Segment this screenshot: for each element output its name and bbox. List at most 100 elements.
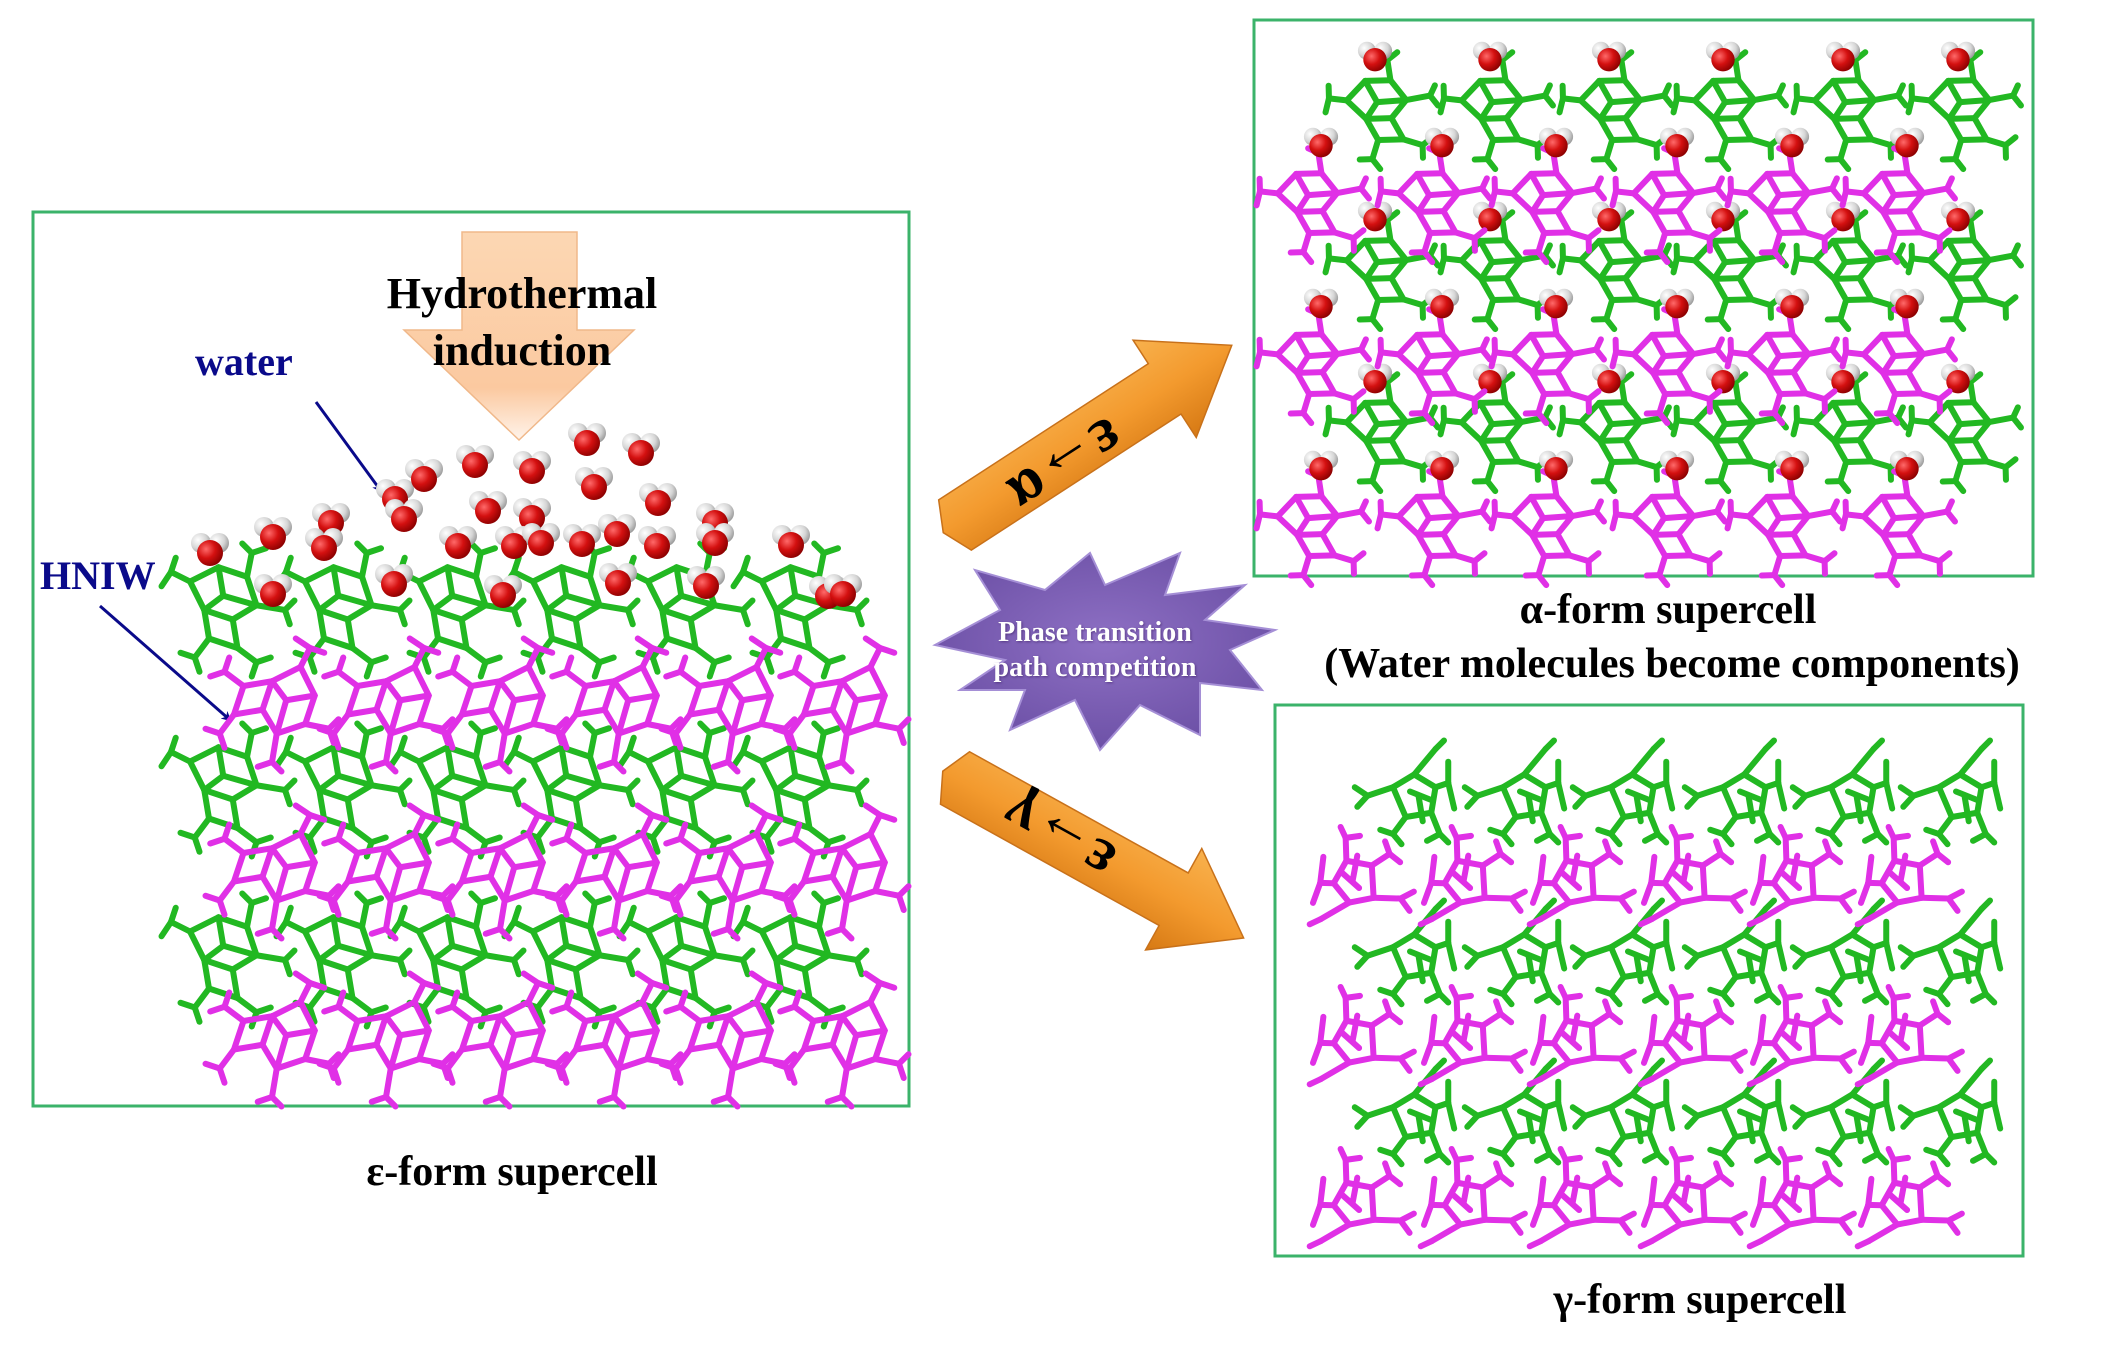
water-molecule bbox=[375, 564, 413, 597]
hniw-molecule-magenta bbox=[1488, 303, 1607, 427]
alpha-panel-caption-line1: α-form supercell bbox=[1519, 587, 1817, 633]
water-molecule bbox=[1303, 127, 1339, 158]
water-molecule bbox=[1774, 288, 1810, 319]
hniw-molecule-green bbox=[1790, 49, 1909, 173]
hniw-molecule-green bbox=[501, 720, 641, 860]
hniw-molecule-magenta bbox=[316, 970, 456, 1110]
hniw-molecule-magenta bbox=[1746, 823, 1857, 928]
hniw-molecule-magenta bbox=[1839, 465, 1958, 589]
hniw-molecule-magenta bbox=[772, 802, 912, 942]
water-molecule bbox=[1889, 288, 1925, 319]
hydrothermal-arrow-icon bbox=[402, 231, 636, 442]
hniw-molecule-magenta bbox=[1637, 1145, 1748, 1250]
water-molecule bbox=[1889, 127, 1925, 158]
hniw-molecule-magenta bbox=[316, 635, 456, 775]
water-molecule bbox=[1940, 363, 1976, 394]
alpha-panel-caption-line2: (Water molecules become components) bbox=[1324, 641, 2020, 687]
water-molecule bbox=[638, 526, 676, 559]
hniw-molecule-green bbox=[730, 890, 870, 1030]
water-molecule bbox=[456, 445, 494, 478]
water-molecule bbox=[1825, 201, 1861, 232]
water-molecule bbox=[599, 563, 637, 596]
water-molecule bbox=[1357, 363, 1393, 394]
hniw-molecule-magenta bbox=[1854, 1145, 1965, 1250]
hniw-molecule-green bbox=[1670, 49, 1789, 173]
hniw-molecule-green bbox=[273, 890, 413, 1030]
hniw-molecule-green bbox=[158, 540, 298, 680]
water-molecule bbox=[1591, 41, 1627, 72]
hniw-molecule-magenta bbox=[1839, 142, 1958, 266]
hniw-molecule-magenta bbox=[1746, 1145, 1857, 1250]
water-molecule bbox=[513, 451, 551, 484]
water-molecule bbox=[1424, 288, 1460, 319]
hniw-molecule-green bbox=[1790, 371, 1909, 495]
hniw-molecule-green bbox=[1897, 897, 2004, 1008]
epsilon-to-gamma-arrow bbox=[939, 750, 1245, 951]
hniw-molecule-magenta bbox=[1609, 465, 1728, 589]
hniw-molecule-magenta bbox=[202, 802, 342, 942]
hniw-molecule-magenta bbox=[1637, 983, 1748, 1088]
water-molecule bbox=[622, 433, 660, 466]
water-molecule bbox=[484, 575, 522, 608]
hniw-molecule-magenta bbox=[1526, 823, 1637, 928]
water-molecule bbox=[1659, 288, 1695, 319]
water-molecule bbox=[1659, 450, 1695, 481]
hniw-molecule-green bbox=[501, 890, 641, 1030]
hniw-molecule-green bbox=[1437, 49, 1556, 173]
water-molecule bbox=[1303, 450, 1339, 481]
water-molecule bbox=[1940, 201, 1976, 232]
hniw-molecule-magenta bbox=[1417, 823, 1528, 928]
water-molecule bbox=[254, 574, 292, 607]
gamma-panel-caption: γ-form supercell bbox=[1553, 1277, 1847, 1323]
hniw-molecule-green bbox=[1569, 897, 1676, 1008]
water-molecule bbox=[824, 574, 862, 607]
water-molecule bbox=[1774, 450, 1810, 481]
hniw-molecule-magenta bbox=[658, 635, 798, 775]
water-molecule bbox=[563, 524, 601, 557]
hniw-molecule-magenta bbox=[430, 635, 570, 775]
hniw-molecule-green bbox=[501, 540, 641, 680]
water-molecule bbox=[687, 566, 725, 599]
hniw-molecule-magenta bbox=[1637, 823, 1748, 928]
water-molecule bbox=[513, 498, 551, 531]
hniw-molecule-green bbox=[1351, 897, 1458, 1008]
hniw-molecule-green bbox=[1556, 209, 1675, 333]
hniw-molecule-magenta bbox=[772, 970, 912, 1110]
water-molecule bbox=[1705, 201, 1741, 232]
hniw-molecule-green bbox=[1789, 1057, 1896, 1168]
water-molecule bbox=[1424, 450, 1460, 481]
burst-label-line1: Phase transition bbox=[998, 617, 1192, 648]
water-molecule bbox=[1659, 127, 1695, 158]
water-molecule bbox=[1538, 288, 1574, 319]
hniw-molecule-green bbox=[1556, 371, 1675, 495]
water-molecule bbox=[254, 517, 292, 550]
hniw-molecule-green bbox=[1681, 1057, 1788, 1168]
hniw-molecule-magenta bbox=[1609, 142, 1728, 266]
hniw-molecule-magenta bbox=[1374, 465, 1493, 589]
hniw-molecule-magenta bbox=[202, 635, 342, 775]
water-molecule bbox=[1825, 41, 1861, 72]
hniw-molecule-magenta bbox=[1609, 303, 1728, 427]
hniw-molecule-magenta bbox=[1854, 983, 1965, 1088]
epsilon-panel-caption: ε-form supercell bbox=[366, 1149, 658, 1195]
hniw-molecule-green bbox=[158, 720, 298, 860]
water-molecule bbox=[522, 523, 560, 556]
hniw-pointer-arrow bbox=[99, 604, 232, 722]
hniw-molecule-magenta bbox=[1306, 823, 1417, 928]
hniw-molecule-green bbox=[1569, 1057, 1676, 1168]
hniw-molecule-green bbox=[387, 890, 527, 1030]
water-molecule bbox=[191, 533, 229, 566]
water-molecule bbox=[1303, 288, 1339, 319]
hniw-molecule-magenta bbox=[1417, 983, 1528, 1088]
hniw-molecule-magenta bbox=[1488, 465, 1607, 589]
hniw-molecule-green bbox=[1569, 737, 1676, 848]
hydrothermal-label-line1: Hydrothermal bbox=[386, 269, 658, 318]
hniw-molecule-magenta bbox=[1746, 983, 1857, 1088]
hniw-label: HNIW bbox=[40, 553, 156, 598]
water-molecule bbox=[1705, 41, 1741, 72]
burst-label-line2: path competition bbox=[993, 652, 1197, 683]
hniw-molecule-green bbox=[1681, 737, 1788, 848]
hniw-molecule-green bbox=[1905, 49, 2024, 173]
